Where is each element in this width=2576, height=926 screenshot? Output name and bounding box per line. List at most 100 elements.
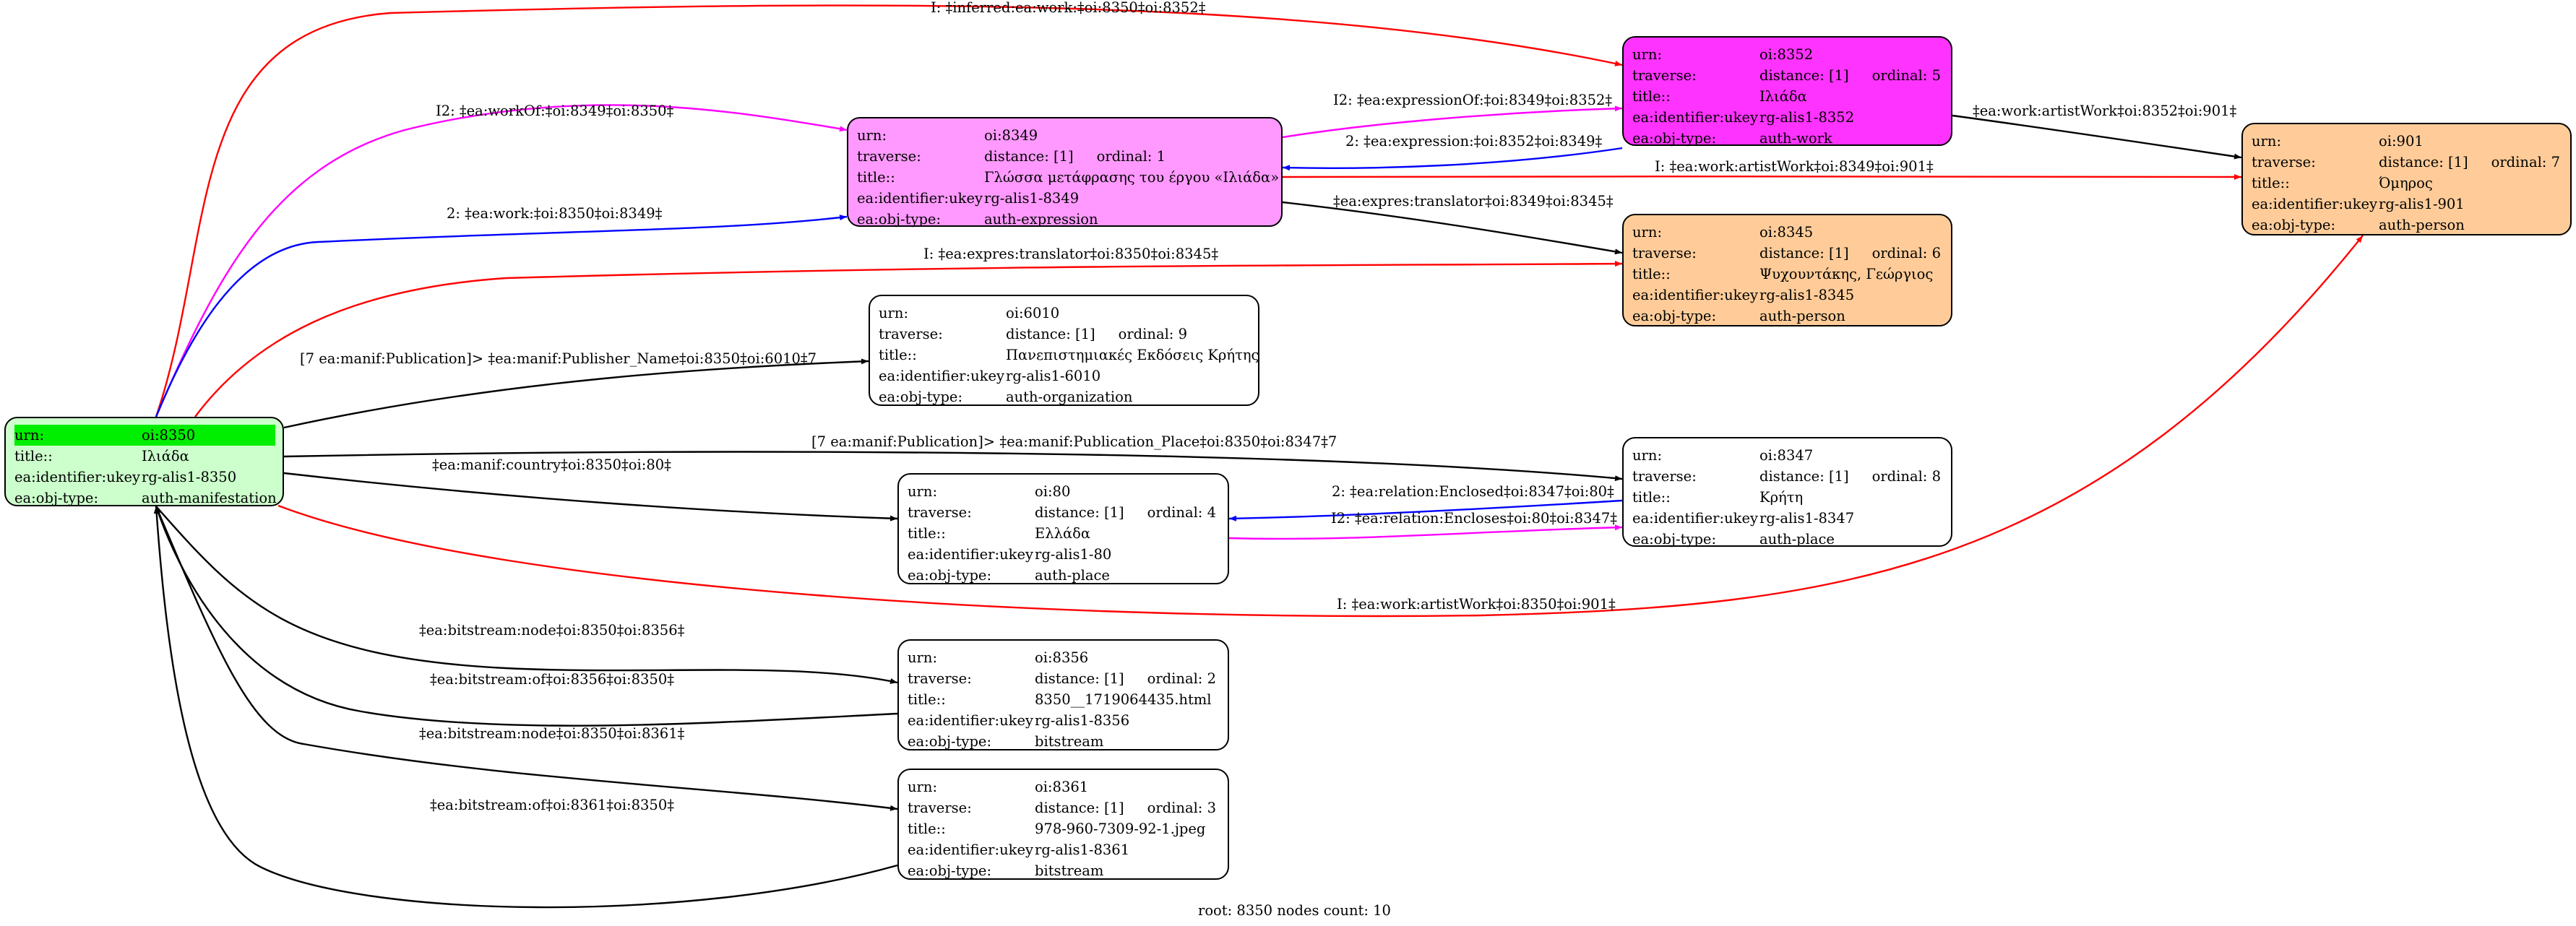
edge-line-e8 (1282, 201, 1623, 255)
node-field-value: distance: [1] (1006, 326, 1095, 342)
node-row: urn:oi:8347 (1632, 445, 1951, 466)
node-field-value: distance: [1] (1035, 800, 1124, 816)
node-field-key: traverse: (908, 800, 972, 816)
edge-line-e9 (194, 261, 1623, 417)
node-row: urn:oi:80 (908, 481, 1228, 502)
edge-line-e19 (153, 506, 898, 909)
edge-label-e9: I: ‡ea:expres:translator‡oi:8350‡oi:8345… (923, 246, 1219, 262)
edge-line-e18 (155, 506, 898, 811)
node-row: title::Ιλιάδα (14, 446, 283, 467)
node-row: ea:obj-type:bitstream (908, 731, 1228, 752)
node-field-value: auth-expression (984, 211, 1098, 228)
edge-label-e5: 2: ‡ea:expression:‡oi:8352‡oi:8349‡ (1345, 133, 1603, 150)
node-field-value: rg-alis1-6010 (1006, 368, 1101, 384)
edge-line-e12 (283, 472, 898, 522)
node-field-key: ea:obj-type: (1632, 531, 1717, 548)
node-row: title::8350__1719064435.html (908, 689, 1228, 710)
node-field-ordinal: ordinal: 1 (1096, 148, 1166, 165)
node-field-ordinal: ordinal: 2 (1147, 670, 1216, 687)
node-field-value: bitstream (1035, 733, 1104, 750)
edge-label-e11: [7 ea:manif:Publication]> ‡ea:manif:Publ… (811, 433, 1337, 450)
node-field-value: 8350__1719064435.html (1035, 691, 1212, 708)
node-row: ea:obj-type:auth-person (2252, 215, 2570, 235)
edge-label-e6: ‡ea:work:artistWork‡oi:8352‡oi:901‡ (1973, 103, 2237, 119)
node-field-key: title:: (908, 821, 946, 837)
edge-label-e7: I: ‡ea:work:artistWork‡oi:8349‡oi:901‡ (1655, 158, 1934, 175)
node-field-value: Ιλιάδα (142, 448, 189, 464)
node-field-value: distance: [1] (984, 148, 1074, 165)
node-row: title::Ελλάδα (908, 523, 1228, 544)
node-field-key: traverse: (1632, 67, 1697, 84)
node-row: ea:obj-type:bitstream (908, 860, 1228, 881)
node-field-key: traverse: (1632, 245, 1697, 261)
node-row: urn:oi:8350 (14, 425, 275, 446)
edge-label-e12: ‡ea:manif:country‡oi:8350‡oi:80‡ (432, 456, 671, 473)
node-field-key: ea:identifier:ukey (2252, 196, 2377, 212)
edge-line-e4 (1282, 105, 1623, 139)
node-field-key: ea:obj-type: (857, 211, 942, 228)
edge-label-e17: ‡ea:bitstream:of‡oi:8356‡oi:8350‡ (430, 671, 674, 688)
node-row: title::Ιλιάδα (1632, 86, 1951, 107)
edge-line-e15 (277, 235, 2364, 618)
node-field-value: Ιλιάδα (1759, 88, 1807, 105)
edge-label-e3: 2: ‡ea:work:‡oi:8350‡oi:8349‡ (447, 205, 663, 222)
node-field-value: auth-place (1035, 567, 1110, 584)
edge-line-e10 (283, 358, 869, 429)
node-row: traverse:distance: [1]ordinal: 4 (908, 502, 1228, 523)
node-row: title::Γλώσσα μετάφρασης του έργου «Ιλιά… (857, 167, 1281, 188)
node-field-key: urn: (857, 127, 887, 144)
node-field-key: urn: (908, 649, 938, 666)
node-field-ordinal: ordinal: 4 (1147, 504, 1216, 521)
edge-line-e7 (1282, 173, 2242, 180)
node-row: ea:obj-type:auth-place (1632, 529, 1951, 550)
node-field-value: distance: [1] (1035, 504, 1124, 521)
node-row: traverse:distance: [1]ordinal: 3 (908, 797, 1228, 818)
node-field-ordinal: ordinal: 7 (2491, 154, 2560, 170)
edge-line-e5 (1282, 147, 1623, 171)
node-row: traverse:distance: [1]ordinal: 2 (908, 668, 1228, 689)
node-row: urn:oi:8349 (857, 125, 1281, 146)
graph-caption: root: 8350 nodes count: 10 (1198, 902, 1391, 919)
node-field-key: traverse: (879, 326, 943, 342)
node-field-value: rg-alis1-8347 (1759, 510, 1855, 527)
node-field-key: ea:identifier:ukey (1632, 510, 1758, 527)
node-field-value: rg-alis1-8345 (1759, 287, 1855, 303)
node-field-value: auth-manifestation (142, 490, 277, 506)
node-field-value: Ελλάδα (1035, 525, 1091, 542)
node-field-key: urn: (908, 483, 938, 500)
edge-line-e6 (1952, 114, 2242, 160)
node-field-key: title:: (857, 169, 895, 186)
edge-line-e17 (155, 506, 898, 727)
node-field-value: oi:901 (2379, 133, 2424, 150)
node-field-value: distance: [1] (1759, 67, 1849, 84)
node-row: ea:obj-type: auth-expression (857, 209, 1281, 230)
node-field-value: auth-work (1759, 130, 1832, 147)
node-field-key: title:: (879, 347, 917, 363)
node-field-key: traverse: (2252, 154, 2316, 170)
node-field-value: Όμηρος (2379, 175, 2433, 191)
node-field-value: auth-person (1759, 308, 1845, 324)
edge-label-e18: ‡ea:bitstream:node‡oi:8350‡oi:8361‡ (419, 725, 685, 742)
node-field-value: distance: [1] (1759, 245, 1849, 261)
node-field-key: ea:identifier:ukey (908, 546, 1033, 563)
node-row: urn:oi:901 (2252, 131, 2570, 152)
node-field-value: distance: [1] (1759, 468, 1849, 485)
edge-label-e10: [7 ea:manif:Publication]> ‡ea:manif:Publ… (300, 350, 817, 367)
node-field-key: title:: (14, 448, 53, 464)
node-field-value: Κρήτη (1759, 489, 1804, 506)
node-field-value: rg-alis1-901 (2379, 196, 2465, 212)
